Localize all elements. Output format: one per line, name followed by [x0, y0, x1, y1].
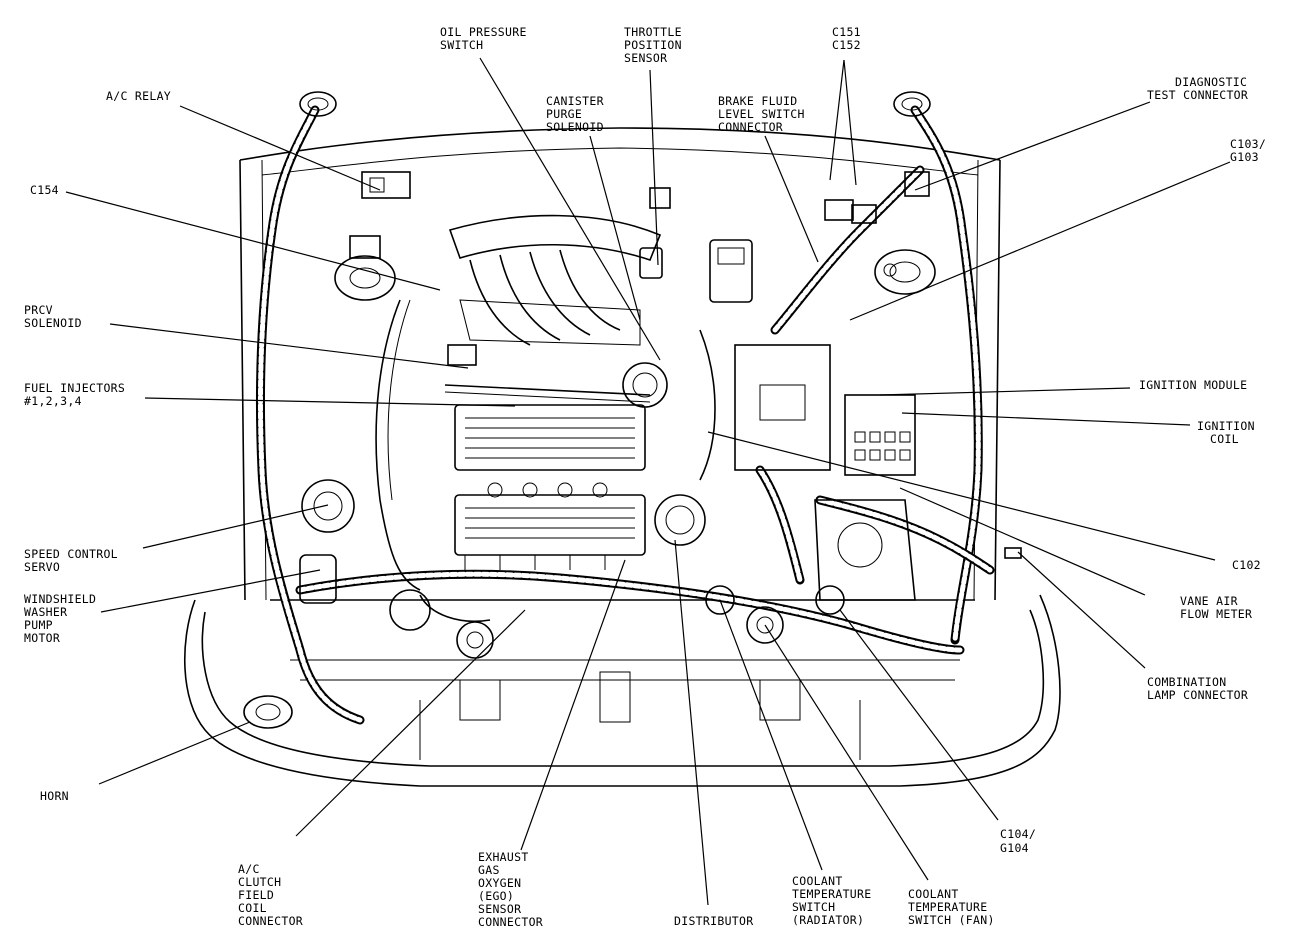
label-ignition-coil: IGNITION COIL — [1197, 419, 1262, 446]
label-ac-relay: A/C RELAY — [106, 89, 171, 103]
label-speed-control-servo: SPEED CONTROL SERVO — [24, 547, 125, 574]
label-c103-g103: C103/ G103 — [1230, 137, 1273, 164]
label-horn: HORN — [40, 789, 69, 803]
shock-towers — [334, 249, 936, 301]
label-c151-c152: C151 C152 — [832, 25, 868, 52]
label-fuel-injectors: FUEL INJECTORS #1,2,3,4 — [24, 381, 132, 408]
label-ignition-module: IGNITION MODULE — [1139, 378, 1247, 392]
engine-assembly — [375, 214, 716, 659]
label-c102: C102 — [1232, 558, 1261, 572]
label-distributor: DISTRIBUTOR — [674, 914, 753, 928]
label-exhaust-gas-oxygen-sensor-connector: EXHAUST GAS OXYGEN (EGO) SENSOR CONNECTO… — [478, 850, 543, 928]
label-brake-fluid-level-switch-connector: BRAKE FLUID LEVEL SWITCH CONNECTOR — [718, 94, 812, 134]
label-combination-lamp-connector: COMBINATION LAMP CONNECTOR — [1147, 675, 1248, 702]
harness-grommets — [299, 91, 931, 117]
leader-lines — [65, 57, 1231, 906]
wiring-harness — [255, 105, 995, 725]
label-prcv-solenoid: PRCV SOLENOID — [24, 303, 82, 330]
label-ac-clutch-field-coil-connector: A/C CLUTCH FIELD COIL CONNECTOR — [238, 862, 303, 928]
label-canister-purge-solenoid: CANISTER PURGE SOLENOID — [546, 94, 611, 134]
label-oil-pressure-switch: OIL PRESSURE SWITCH — [440, 25, 534, 52]
label-vane-air-flow-meter: VANE AIR FLOW METER — [1180, 594, 1252, 621]
label-diagnostic-test-connector: DIAGNOSTIC TEST CONNECTOR — [1147, 75, 1254, 102]
label-c154: C154 — [30, 183, 59, 197]
label-coolant-temp-switch-fan: COOLANT TEMPERATURE SWITCH (FAN) — [908, 887, 995, 927]
label-c104-g104: C104/ G104 — [1000, 827, 1043, 855]
label-throttle-position-sensor: THROTTLE POSITION SENSOR — [624, 25, 689, 65]
label-coolant-temp-switch-radiator: COOLANT TEMPERATURE SWITCH (RADIATOR) — [792, 874, 879, 927]
label-windshield-washer-pump-motor: WINDSHIELD WASHER PUMP MOTOR — [24, 592, 103, 645]
callout-labels: OIL PRESSURE SWITCH THROTTLE POSITION SE… — [24, 25, 1273, 928]
